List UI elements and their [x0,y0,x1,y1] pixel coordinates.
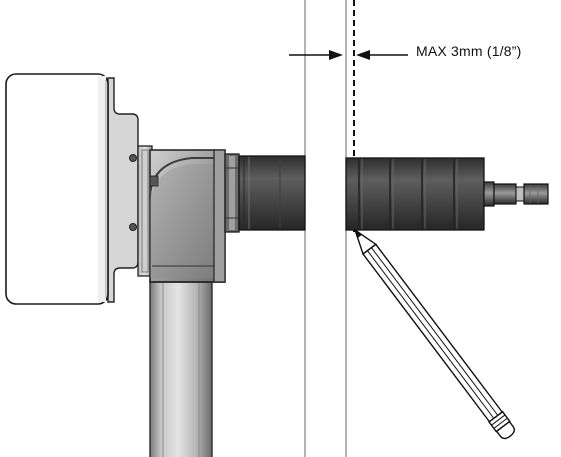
pencil-icon [353,228,516,440]
vertical-pipe [149,277,213,457]
dimension-arrows [289,50,408,60]
junction-box-body [5,73,109,305]
arrow-right-pointing-icon [289,50,343,60]
arrow-left-pointing-icon [356,50,408,60]
max-gap-label: MAX 3mm (1/8”) [416,43,522,59]
mounting-plate [137,145,153,277]
threaded-conduit-left [238,155,306,231]
threaded-conduit-right [345,157,485,231]
coupling-nut [224,153,240,233]
wall [304,0,347,457]
cable-connector [483,181,549,207]
elbow-fitting [149,149,226,283]
junction-box [5,73,109,305]
